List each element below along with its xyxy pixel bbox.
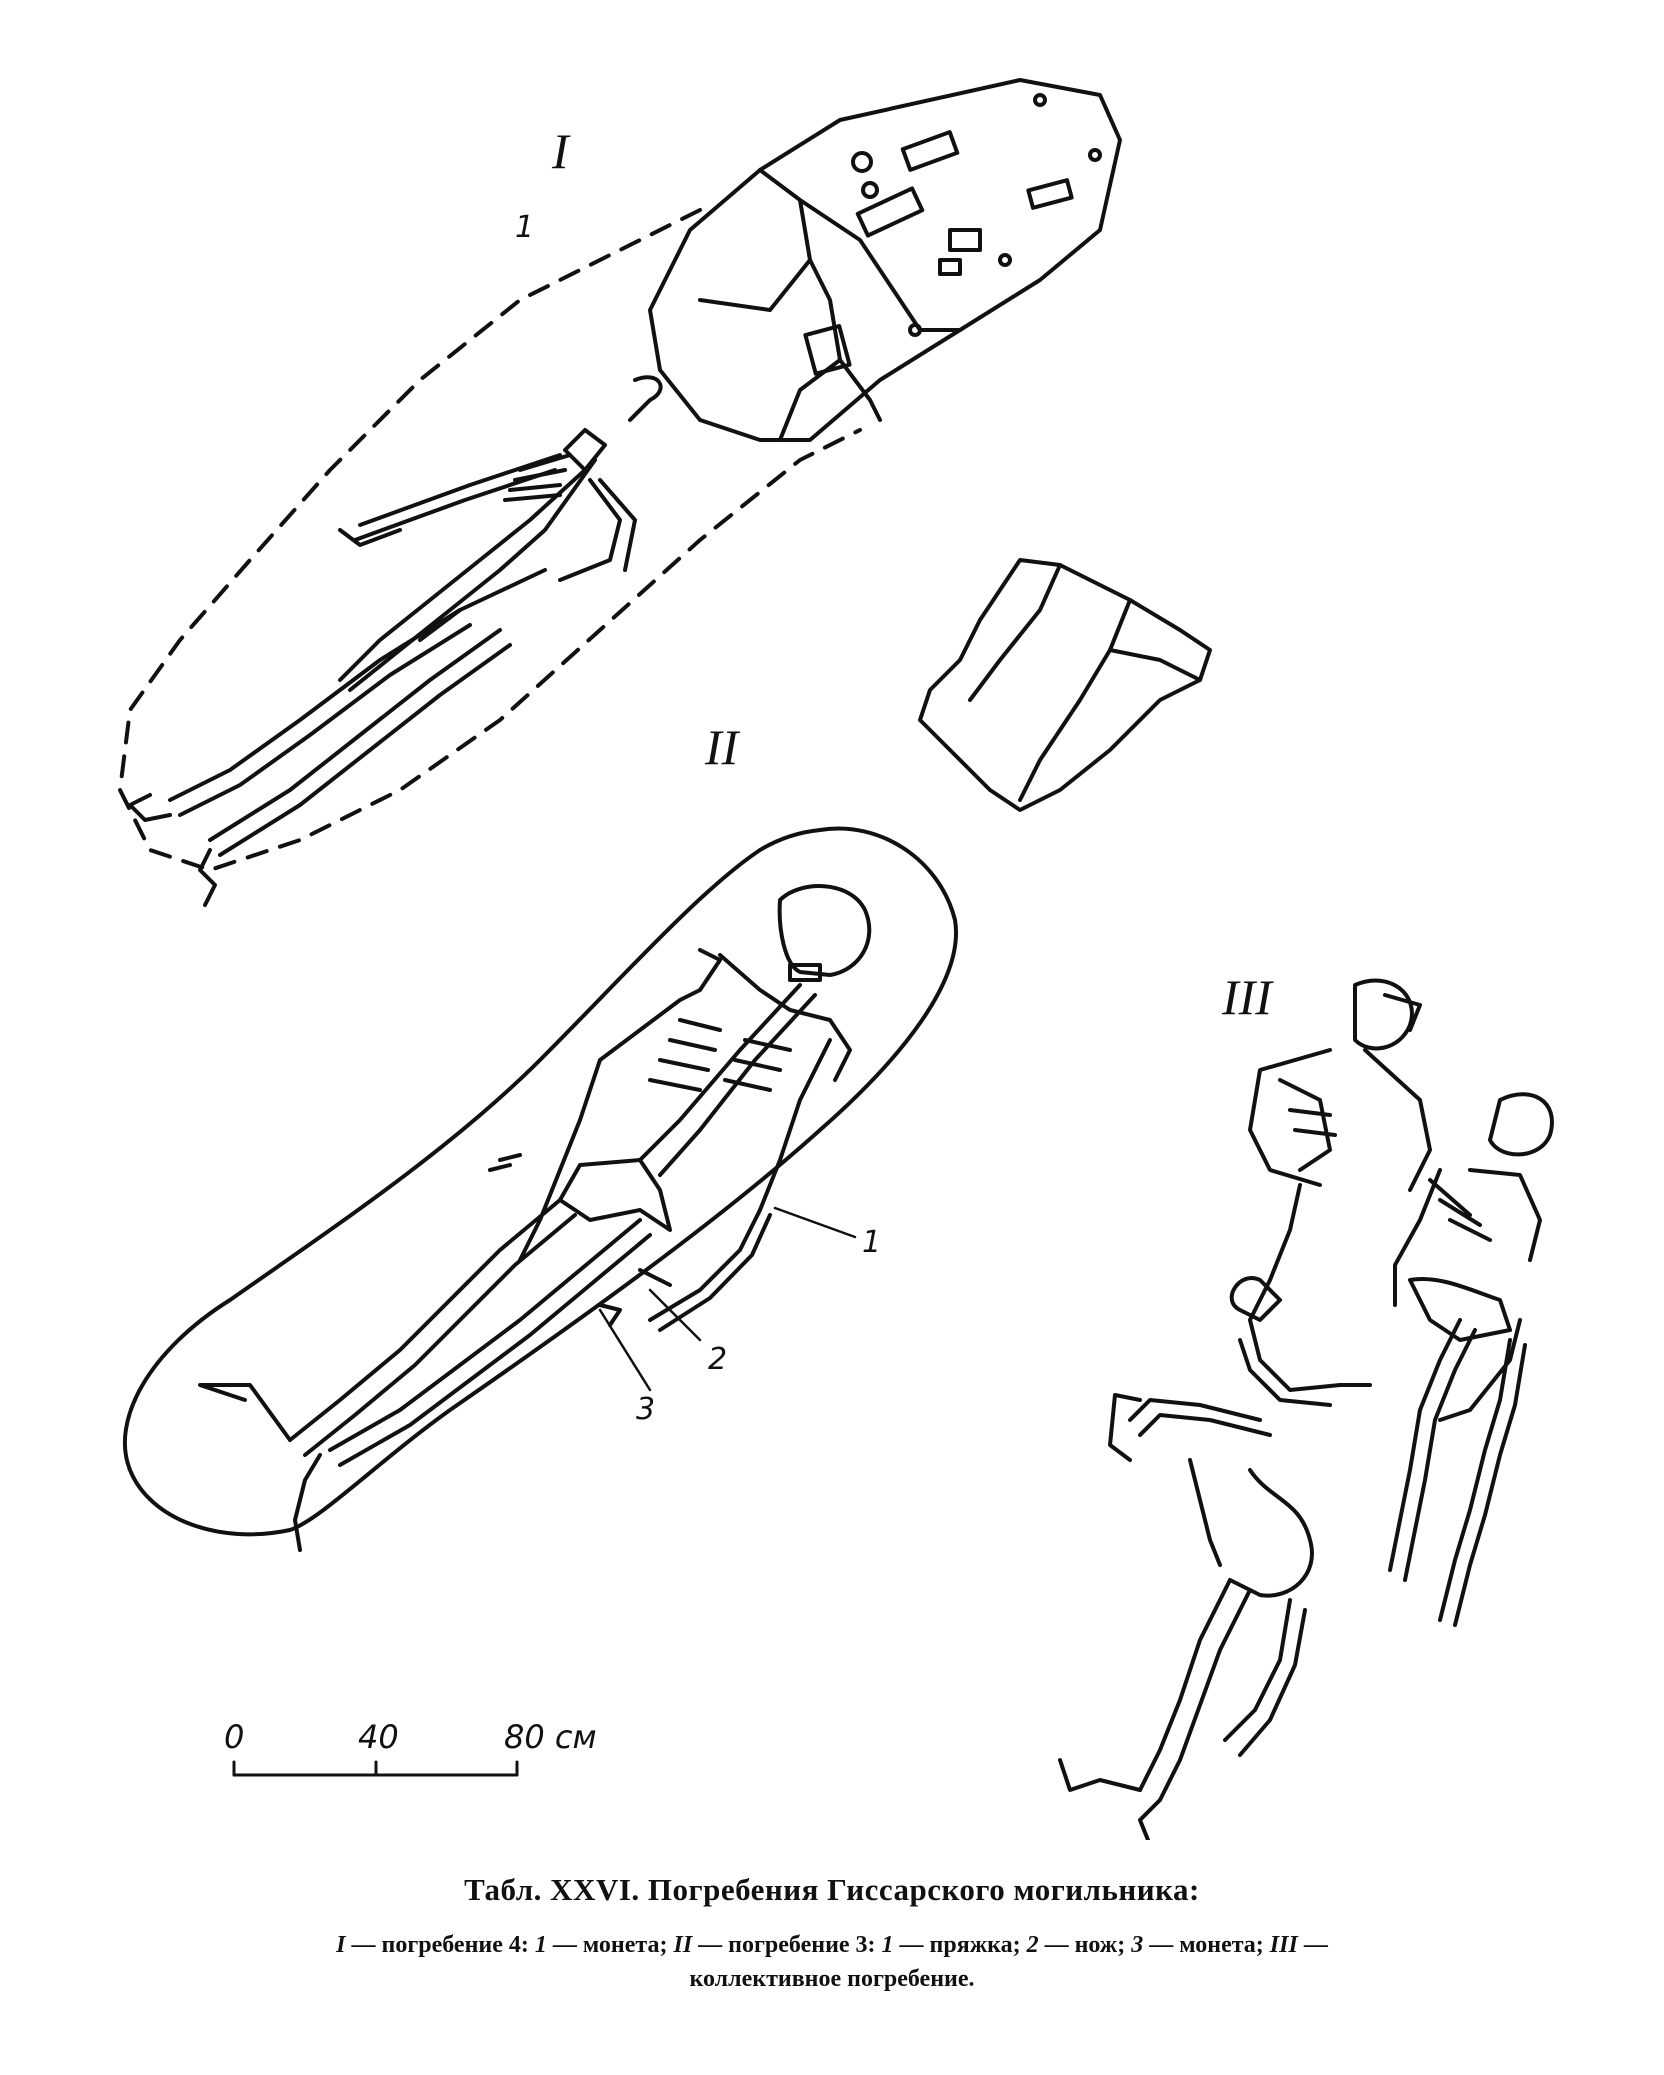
- burial-I-stone-slabs: [648, 78, 1122, 442]
- callout-I-1: 1: [515, 210, 535, 245]
- scale-tick-0: 0: [224, 1718, 245, 1756]
- scale-tick-40: 40: [358, 1718, 399, 1756]
- legend-text: — нож;: [1038, 1932, 1132, 1958]
- callout-II-3: 3: [636, 1392, 656, 1427]
- caption-line-2: коллективное погребение.: [689, 1966, 975, 1992]
- burial-plan-figure: [118, 78, 1554, 1840]
- legend-num: 1: [534, 1932, 547, 1958]
- burial-II-pit-outline: [122, 826, 958, 1537]
- burial-I-skeleton: [128, 375, 663, 907]
- legend-text: — погребение 3:: [692, 1932, 882, 1958]
- scale-bar: [232, 1760, 519, 1777]
- scale-tick-80: 80 см: [504, 1718, 597, 1756]
- burial-I-pit-outline: [118, 208, 862, 872]
- legend-num: 3: [1131, 1932, 1144, 1958]
- burial-label-I: I: [552, 123, 569, 179]
- legend-num: 2: [1026, 1932, 1039, 1958]
- legend-text: — монета;: [1143, 1932, 1270, 1958]
- caption-legend: I — погребение 4: 1 — монета; II — погре…: [70, 1928, 1594, 1996]
- callout-II-2: 2: [708, 1342, 728, 1377]
- legend-num: II: [673, 1932, 693, 1958]
- legend-num: I: [336, 1932, 346, 1958]
- burial-II-skeleton: [198, 884, 872, 1552]
- callout-II-1: 1: [862, 1225, 882, 1260]
- caption-line-1: I — погребение 4: 1 — монета; II — погре…: [336, 1932, 1328, 1958]
- legend-text: — пряжка;: [893, 1932, 1027, 1958]
- legend-text: — погребение 4:: [345, 1932, 535, 1958]
- burial-label-III: III: [1222, 969, 1272, 1025]
- legend-num: 1: [881, 1932, 894, 1958]
- burial-II-callouts: [598, 1206, 857, 1392]
- stone-slabs-middle: [918, 558, 1212, 812]
- burial-III-skeletons: [1058, 978, 1554, 1840]
- legend-text: — монета;: [546, 1932, 674, 1958]
- burial-label-II: II: [705, 719, 739, 775]
- legend-text: —: [1297, 1932, 1328, 1958]
- caption-title: Табл. XXVI. Погребения Гиссарского могил…: [464, 1872, 1200, 1907]
- legend-num: III: [1269, 1932, 1298, 1958]
